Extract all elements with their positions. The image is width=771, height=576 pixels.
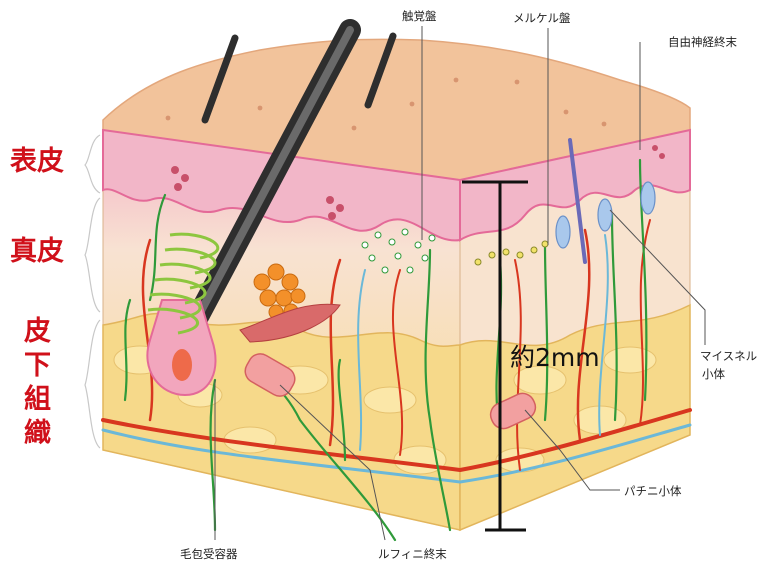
label-subcutis-3: 組: [24, 386, 51, 413]
layer-brackets: [85, 135, 100, 448]
callout-pacinian: パチニ小体: [624, 483, 682, 499]
callout-tactile-disc: 触覚盤: [402, 8, 437, 24]
callout-meissner-1: マイスネル: [700, 348, 757, 364]
label-subcutis-1: 皮: [24, 318, 51, 345]
callout-merkel-disc: メルケル盤: [513, 10, 571, 26]
label-subcutis-2: 下: [24, 352, 51, 379]
label-epidermis: 表皮: [10, 148, 64, 175]
label-subcutis-4: 織: [24, 420, 51, 447]
callout-hair-follicle-receptor: 毛包受容器: [180, 546, 238, 562]
measurement-label: 約2mm: [510, 338, 600, 374]
callout-ruffini: ルフィニ終末: [378, 546, 447, 562]
hair-bulb: [172, 349, 192, 381]
label-dermis: 真皮: [10, 238, 64, 265]
callout-free-nerve-ending: 自由神経終末: [668, 34, 737, 50]
callout-meissner-2: 小体: [702, 366, 725, 382]
